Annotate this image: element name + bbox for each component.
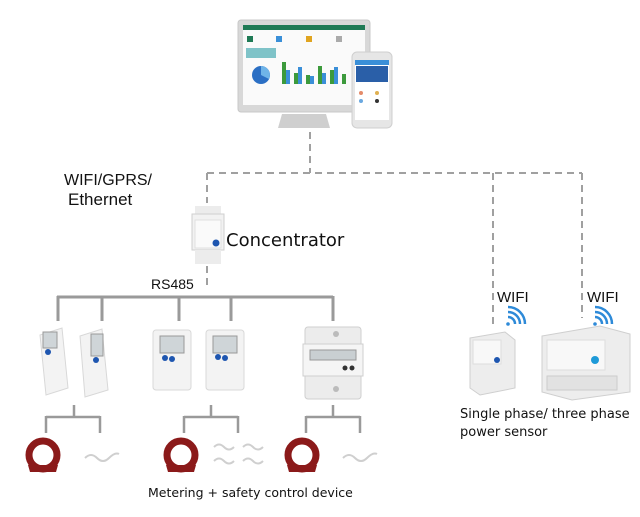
network-label-ethernet: Ethernet	[68, 190, 133, 209]
single-phase-power-sensor	[469, 331, 516, 396]
power-sensor-label-line2: power sensor	[460, 425, 548, 440]
sensor-branches	[44, 405, 362, 433]
wifi-icon	[593, 305, 614, 326]
monitor-stand	[278, 114, 330, 128]
temperature-probes-group	[213, 443, 264, 465]
rs485-bus	[56, 295, 335, 321]
concentrator-device	[191, 206, 225, 264]
dashboard-bar-chart	[282, 62, 346, 84]
network-label: WIFI/GPRS/	[64, 172, 152, 189]
desktop-monitor	[237, 19, 371, 128]
current-transformer-1	[25, 437, 61, 473]
dashboard-header-bar	[243, 25, 365, 30]
meter-two-button-1	[152, 329, 192, 391]
temperature-probe-1	[84, 452, 120, 462]
meter-single-phase-1	[39, 327, 69, 396]
current-transformer-2	[163, 437, 199, 473]
power-sensor-label: Single phase/ three phase power sensor	[460, 406, 630, 442]
meter-two-button-2	[205, 329, 245, 391]
rs485-label: RS485	[151, 276, 194, 292]
concentrator-label: Concentrator	[226, 230, 345, 251]
wifi-icon	[506, 305, 527, 326]
temperature-probe-3	[342, 452, 378, 462]
network-links	[206, 132, 583, 328]
wifi-label-three: WIFI	[587, 289, 619, 306]
smartphone	[351, 51, 393, 129]
wifi-label-single: WIFI	[497, 289, 529, 306]
meter-three-phase	[302, 326, 364, 400]
power-sensor-label-line1: Single phase/ three phase	[460, 407, 630, 422]
three-phase-power-sensor	[541, 325, 631, 401]
metering-label: Metering + safety control device	[148, 485, 353, 500]
meter-single-phase-2	[79, 328, 109, 398]
current-transformer-3	[284, 437, 320, 473]
